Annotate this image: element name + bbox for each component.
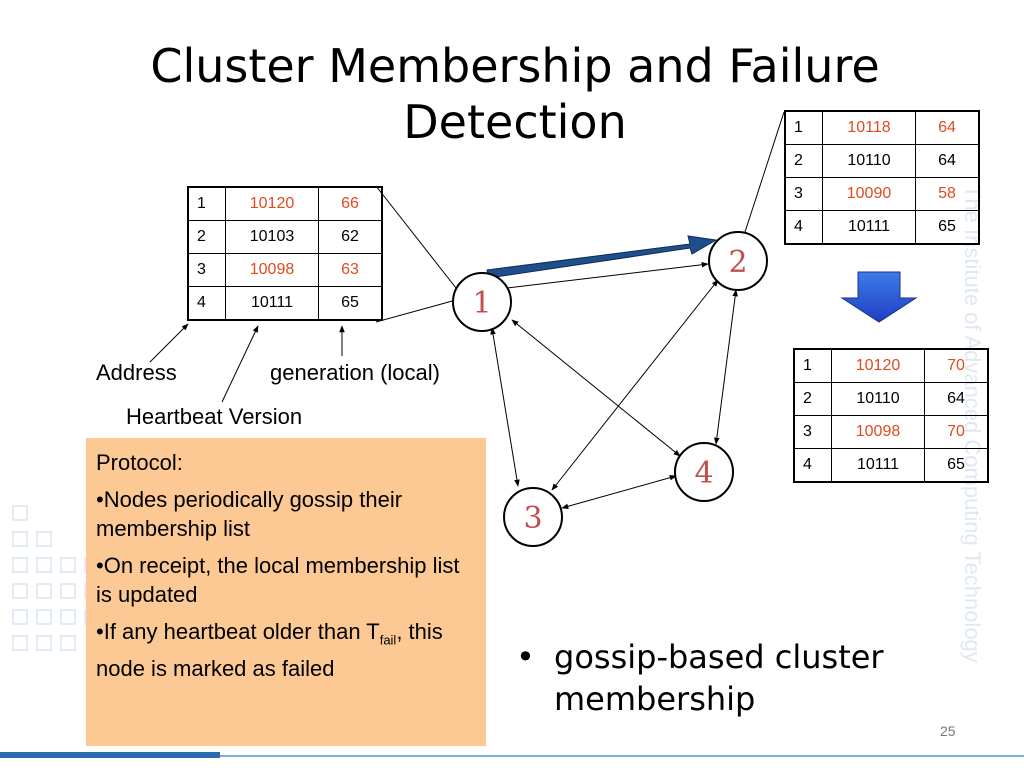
protocol-item-update: •On receipt, the local membership list i… [96, 553, 460, 607]
background-squares-decoration [12, 505, 100, 665]
generation-cell: 58 [915, 177, 980, 211]
address-cell: 3 [784, 177, 823, 211]
callout-line-node1-bottom [375, 299, 457, 323]
node-2-label: 2 [728, 245, 747, 280]
generation-label: generation (local) [270, 360, 440, 385]
footer-bar [0, 752, 220, 758]
slide-title: Cluster Membership and Failure Detection [150, 39, 880, 149]
node-4-circle [674, 442, 734, 502]
generation-cell: 64 [915, 144, 980, 178]
generation-cell: 70 [924, 415, 989, 449]
bullet-dot: • [516, 638, 535, 676]
edge-1-3 [490, 327, 520, 487]
heartbeat-cell: 10098 [225, 253, 319, 287]
address-cell: 1 [187, 186, 226, 221]
protocol-item-failure: •If any heartbeat older than Tfail, this… [96, 619, 443, 682]
edge-3-4 [561, 475, 677, 509]
protocol-heading: Protocol: [96, 450, 183, 475]
generation-cell: 70 [924, 348, 989, 383]
address-cell: 2 [793, 382, 832, 416]
generation-cell: 65 [924, 448, 989, 483]
heartbeat-pointer-arrow [221, 325, 259, 403]
edge-3-2 [551, 279, 719, 491]
callout-line-node1-top [375, 185, 457, 289]
footer-line [220, 755, 1024, 757]
generation-cell: 63 [318, 253, 383, 287]
edge-1-2 [489, 261, 709, 293]
address-cell: 4 [793, 448, 832, 483]
protocol-item-gossip: •Nodes periodically gossip their members… [96, 487, 403, 541]
address-cell: 4 [187, 286, 226, 321]
heartbeat-cell: 10111 [831, 448, 925, 483]
generation-cell: 65 [915, 210, 980, 245]
address-cell: 1 [793, 348, 832, 383]
heartbeat-cell: 10111 [822, 210, 916, 245]
gossip-send-arrow [486, 235, 718, 279]
node-1-circle [452, 272, 512, 332]
heartbeat-cell: 10111 [225, 286, 319, 321]
heartbeat-cell: 10118 [822, 110, 916, 145]
address-pointer-arrow [149, 323, 189, 363]
heartbeat-cell: 10098 [831, 415, 925, 449]
generation-cell: 64 [924, 382, 989, 416]
address-label: Address [96, 360, 177, 385]
bullet-text: gossip-based cluster membership [554, 638, 884, 718]
page-number: 25 [940, 723, 956, 739]
generation-cell: 62 [318, 220, 383, 254]
node-2-circle [708, 231, 768, 291]
node-4-label: 4 [694, 456, 713, 491]
address-cell: 3 [793, 415, 832, 449]
heartbeat-cell: 10103 [225, 220, 319, 254]
edge-2-4 [714, 289, 738, 445]
address-cell: 3 [187, 253, 226, 287]
edge-1-4 [511, 319, 681, 457]
heartbeat-cell: 10120 [831, 348, 925, 383]
generation-cell: 66 [318, 186, 383, 221]
address-cell: 2 [784, 144, 823, 178]
address-cell: 2 [187, 220, 226, 254]
heartbeat-cell: 10110 [822, 144, 916, 178]
heartbeat-cell: 10120 [225, 186, 319, 221]
heartbeat-cell: 10110 [831, 382, 925, 416]
node-1-label: 1 [472, 286, 491, 321]
node-3-circle [503, 487, 563, 547]
node-3-label: 3 [523, 501, 542, 536]
generation-cell: 64 [915, 110, 980, 145]
address-cell: 4 [784, 210, 823, 245]
merge-down-arrow [840, 271, 918, 323]
protocol-box: Protocol: •Nodes periodically gossip the… [86, 438, 486, 746]
heartbeat-cell: 10090 [822, 177, 916, 211]
address-cell: 1 [784, 110, 823, 145]
heartbeat-version-label: Heartbeat Version [126, 404, 303, 429]
generation-cell: 65 [318, 286, 383, 321]
